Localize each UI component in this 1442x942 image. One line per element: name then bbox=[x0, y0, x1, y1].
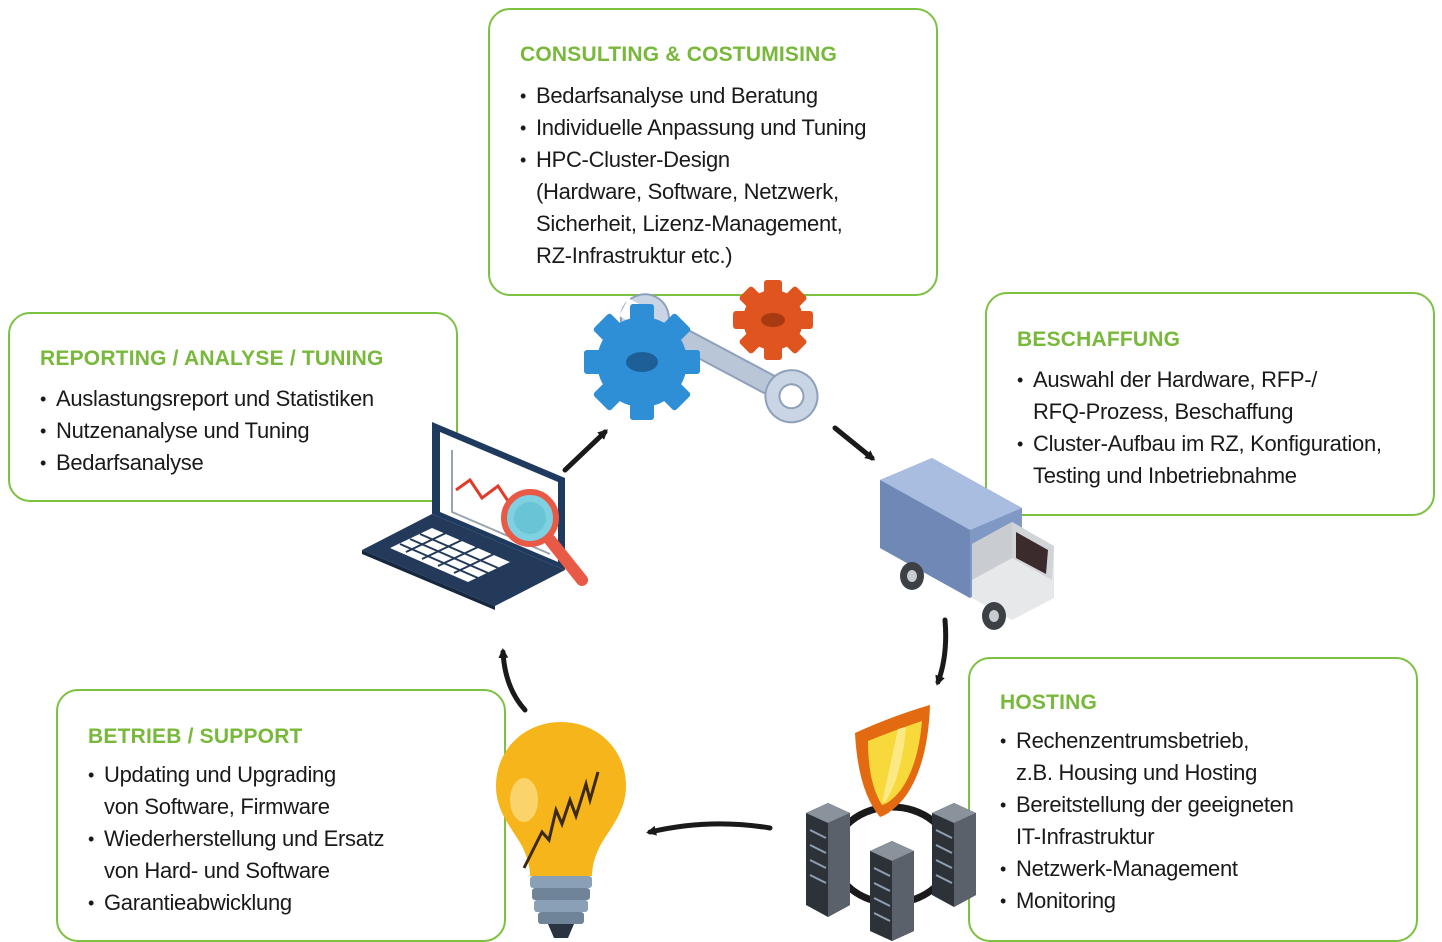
consulting-list: Bedarfsanalyse und Beratung Individuelle… bbox=[520, 80, 906, 272]
reporting-item: Auslastungsreport und Statistiken bbox=[40, 383, 426, 415]
consulting-item: Individuelle Anpassung und Tuning bbox=[520, 112, 906, 144]
beschaffung-box: BESCHAFFUNG Auswahl der Hardware, RFP-/ … bbox=[985, 292, 1435, 516]
hosting-box: HOSTING Rechenzentrumsbetrieb, z.B. Hous… bbox=[968, 657, 1418, 942]
reporting-item: Nutzenanalyse und Tuning bbox=[40, 415, 426, 447]
betrieb-box: BETRIEB / SUPPORT Updating und Upgrading… bbox=[56, 689, 506, 942]
beschaffung-item: Cluster-Aufbau im RZ, Konfiguration, Tes… bbox=[1017, 428, 1403, 492]
arrow-hosting-to-betrieb bbox=[646, 821, 773, 836]
reporting-title: REPORTING / ANALYSE / TUNING bbox=[40, 347, 384, 370]
beschaffung-title: BESCHAFFUNG bbox=[1017, 328, 1181, 351]
hosting-title: HOSTING bbox=[1000, 691, 1098, 714]
reporting-list: Auslastungsreport und Statistiken Nutzen… bbox=[40, 383, 426, 479]
reporting-item: Bedarfsanalyse bbox=[40, 447, 426, 479]
beschaffung-list: Auswahl der Hardware, RFP-/ RFQ-Prozess,… bbox=[1017, 364, 1403, 492]
betrieb-list: Updating und Upgrading von Software, Fir… bbox=[88, 759, 474, 919]
arrow-consulting-to-beschaffung bbox=[832, 425, 876, 461]
betrieb-item: Garantieabwicklung bbox=[88, 887, 474, 919]
betrieb-item: Wiederherstellung und Ersatz von Hard- u… bbox=[88, 823, 474, 887]
arrow-beschaffung-to-hosting bbox=[935, 617, 949, 686]
arrow-betrieb-to-reporting bbox=[498, 648, 528, 713]
shield-servers-icon bbox=[806, 705, 976, 941]
consulting-title: CONSULTING & COSTUMISING bbox=[520, 43, 838, 66]
gears-wrench-icon bbox=[584, 280, 819, 424]
consulting-item: Bedarfsanalyse und Beratung bbox=[520, 80, 906, 112]
truck-icon bbox=[880, 458, 1054, 630]
hosting-item: Monitoring bbox=[1000, 885, 1386, 917]
consulting-box: CONSULTING & COSTUMISING Bedarfsanalyse … bbox=[488, 8, 938, 296]
laptop-chart-icon bbox=[362, 422, 588, 610]
beschaffung-item: Auswahl der Hardware, RFP-/ RFQ-Prozess,… bbox=[1017, 364, 1403, 428]
hosting-item: Netzwerk-Management bbox=[1000, 853, 1386, 885]
arrow-reporting-to-consulting bbox=[562, 429, 608, 473]
betrieb-item: Updating und Upgrading von Software, Fir… bbox=[88, 759, 474, 823]
consulting-item: HPC-Cluster-Design (Hardware, Software, … bbox=[520, 144, 906, 272]
reporting-box: REPORTING / ANALYSE / TUNING Auslastungs… bbox=[8, 312, 458, 502]
hosting-list: Rechenzentrumsbetrieb, z.B. Housing und … bbox=[1000, 725, 1386, 917]
betrieb-title: BETRIEB / SUPPORT bbox=[88, 725, 303, 748]
lightbulb-icon bbox=[496, 722, 626, 938]
hosting-item: Bereitstellung der geeigneten IT-Infrast… bbox=[1000, 789, 1386, 853]
hosting-item: Rechenzentrumsbetrieb, z.B. Housing und … bbox=[1000, 725, 1386, 789]
